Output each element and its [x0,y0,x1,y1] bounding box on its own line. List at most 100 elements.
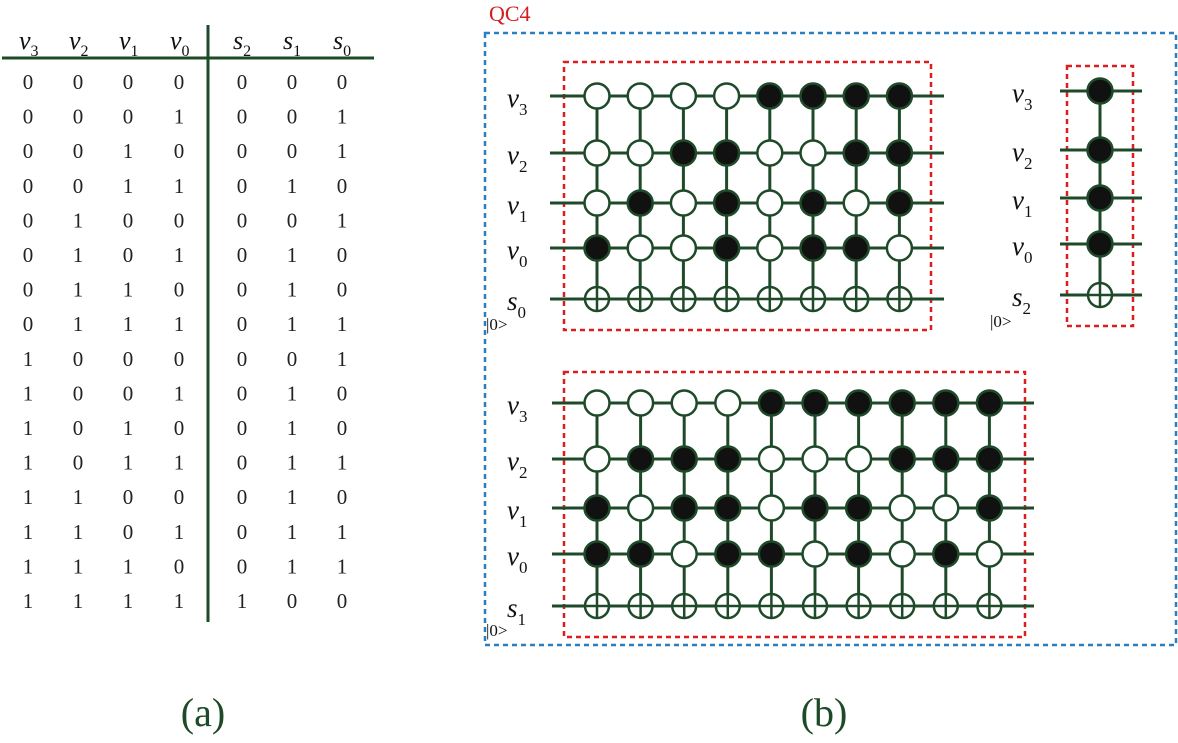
table-cell: 1 [73,589,84,613]
table-cell: 0 [123,208,134,232]
wire-label-v1: v1 [507,190,527,226]
table-cell: 0 [237,174,248,198]
wire-label-v1: v1 [1012,185,1032,221]
table-cell: 0 [237,451,248,475]
table-cell: 0 [237,485,248,509]
table-cell: 1 [287,381,298,405]
positive-control-dot [885,139,914,167]
ket-zero-label: |0> [486,621,508,640]
negative-control-dot [583,139,611,167]
positive-control-dot [712,139,741,167]
table-cell: 0 [337,70,348,94]
target-xor-symbol [670,285,697,313]
wire-label-v3: v3 [507,83,527,119]
target-xor-symbol [888,592,916,620]
table-cell: 1 [337,208,348,232]
negative-control-dot [670,389,698,417]
table-cell: 0 [123,70,134,94]
table-cell: 1 [123,174,134,198]
table-cell: 1 [337,139,348,163]
table-cell: 1 [287,174,298,198]
table-cell: 1 [287,278,298,302]
table-cell: 1 [337,312,348,336]
table-cell: 0 [23,278,34,302]
target-xor-symbol [758,592,785,620]
target-xor-symbol [756,285,784,313]
table-cell: 1 [287,554,298,578]
table-cell: 1 [73,208,84,232]
wire-label-v1: v1 [507,495,527,531]
table-cell: 0 [23,139,34,163]
table-cell: 0 [174,208,185,232]
positive-control-dot [844,540,873,568]
table-cell: 1 [174,589,185,613]
table-cell: 0 [237,554,248,578]
negative-control-dot [888,540,916,568]
wire-label-v0: v0 [507,235,527,271]
target-xor-symbol [583,285,611,313]
wire-label-s0: s0 [507,286,526,322]
table-cell: 0 [174,416,185,440]
qc-border [483,31,1178,647]
table-cell: 0 [123,381,134,405]
table-cell: 1 [73,485,84,509]
positive-control-dot [626,445,655,473]
table-cell: 1 [23,381,34,405]
positive-control-dot [842,234,870,262]
table-cell: 0 [123,520,134,544]
negative-control-dot [842,189,870,217]
column-header-v2: v2 [69,26,89,60]
table-cell: 0 [73,381,84,405]
table-cell: 0 [174,278,185,302]
table-cell: 1 [73,312,84,336]
table-cell: 0 [337,589,348,613]
negative-control-dot [757,445,786,473]
negative-control-dot [844,445,873,473]
positive-control-dot [757,389,786,417]
table-cell: 1 [23,485,34,509]
table-cell: 1 [174,105,185,129]
table-cell: 0 [174,485,185,509]
wire-label-v2: v2 [507,140,527,176]
negative-control-dot [801,540,829,568]
negative-control-dot [583,445,611,473]
table-cell: 1 [23,451,34,475]
target-xor-symbol [799,285,827,313]
table-cell: 0 [287,105,298,129]
table-cell: 1 [23,416,34,440]
group-border-s1 [562,370,1027,639]
negative-control-dot [757,494,786,522]
table-cell: 1 [337,347,348,371]
column-header-s2: s2 [233,26,251,60]
positive-control-dot [844,389,873,417]
table-cell: 0 [73,70,84,94]
table-cell: 0 [123,243,134,267]
target-xor-symbol [845,592,872,620]
table-cell: 1 [174,520,185,544]
positive-control-dot [932,445,960,473]
positive-control-dot [799,189,827,217]
negative-control-dot [626,389,655,417]
negative-control-dot [583,82,611,110]
table-cell: 1 [337,451,348,475]
target-xor-symbol [886,285,913,313]
table-cell: 1 [73,554,84,578]
table-cell: 0 [237,208,248,232]
table-cell: 0 [123,485,134,509]
target-xor-symbol [976,592,1003,620]
table-cell: 0 [237,312,248,336]
table-cell: 0 [337,243,348,267]
table-cell: 1 [337,554,348,578]
table-cell: 1 [123,554,134,578]
negative-control-dot [975,540,1004,568]
table-cell: 1 [73,520,84,544]
target-xor-symbol [713,285,740,313]
table-cell: 0 [237,243,248,267]
positive-control-dot [714,540,742,568]
table-cell: 0 [237,139,248,163]
wire-label-v3: v3 [1012,78,1032,114]
table-cell: 0 [237,105,248,129]
